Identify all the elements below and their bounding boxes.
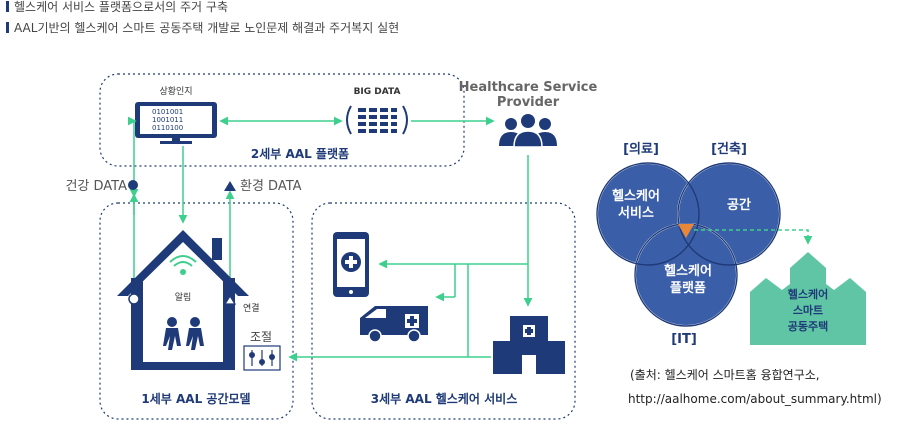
svg-text:0101001: 0101001	[152, 108, 183, 116]
service-label: 3세부 AAL 헬스케어 서비스	[371, 391, 517, 406]
source-line-2: http://aalhome.com/about_summary.html)	[628, 392, 882, 406]
header-line-1: 헬스케어 서비스 플랫폼으로서의 주거 구축	[6, 0, 228, 15]
house-icon	[117, 230, 249, 370]
venn-c1-line2: 서비스	[618, 206, 654, 221]
venn-c3-line1: 헬스케어	[664, 263, 712, 279]
alarm-label: 알림	[175, 291, 192, 303]
header-line-2: AAL기반의 헬스케어 스마트 공동주택 개발로 노인문제 해결과 주거복지 실…	[6, 19, 399, 36]
bigdata-label: BIG DATA	[354, 87, 401, 97]
intersection-marker	[678, 224, 694, 238]
tag-arch: [건축]	[711, 141, 747, 157]
health-data-label: 건강 DATA	[65, 179, 127, 194]
connect-label: 연결	[243, 303, 260, 314]
venn-c3-line2: 플랫폼	[670, 280, 706, 296]
env-data-triangle	[224, 181, 236, 191]
svg-text:0110100: 0110100	[152, 124, 183, 132]
header-text-1: 헬스케어 서비스 플랫폼으로서의 주거 구축	[14, 0, 228, 14]
service-box	[311, 202, 576, 420]
apartment-line2: 스마트	[793, 303, 823, 317]
space-model-label: 1세부 AAL 공간모델	[141, 391, 250, 406]
ambulance-icon	[360, 306, 428, 343]
monitor-icon: 0101001 1001011 0110100	[135, 102, 217, 144]
bullet-marker	[6, 22, 9, 33]
svg-text:1001011: 1001011	[152, 116, 183, 124]
header-text-2: AAL기반의 헬스케어 스마트 공동주택 개발로 노인문제 해결과 주거복지 실…	[14, 21, 400, 35]
venn-diagram	[596, 162, 781, 327]
env-data-label: 환경 DATA	[240, 179, 302, 194]
sensing-label: 상황인지	[159, 86, 192, 97]
venn-c1-line1: 헬스케어	[612, 188, 660, 204]
people-in-house-icon	[163, 317, 204, 350]
hospital-icon	[493, 316, 565, 374]
control-sliders-icon	[243, 345, 281, 371]
control-label: 조절	[250, 330, 272, 344]
venn-c2-line1: 공간	[727, 197, 751, 213]
bigdata-icon	[346, 105, 408, 135]
apartment-line1: 헬스케어	[788, 287, 828, 301]
health-data-dot	[128, 180, 138, 190]
source-line-1: (출처: 헬스케어 스마트홈 융합연구소,	[630, 368, 820, 382]
people-icon	[499, 114, 557, 148]
tag-it: [IT]	[671, 332, 697, 347]
apartment-line3: 공동주택	[788, 319, 828, 333]
platform-label: 2세부 AAL 플랫폼	[251, 146, 349, 161]
bullet-marker	[6, 1, 9, 12]
apartment-icon	[750, 252, 866, 345]
provider-label-2: Provider	[497, 95, 560, 110]
phone-icon	[333, 232, 369, 297]
space-model-box	[99, 202, 294, 420]
provider-label-1: Healthcare Service	[459, 80, 598, 95]
tag-medical: [의료]	[623, 141, 659, 157]
